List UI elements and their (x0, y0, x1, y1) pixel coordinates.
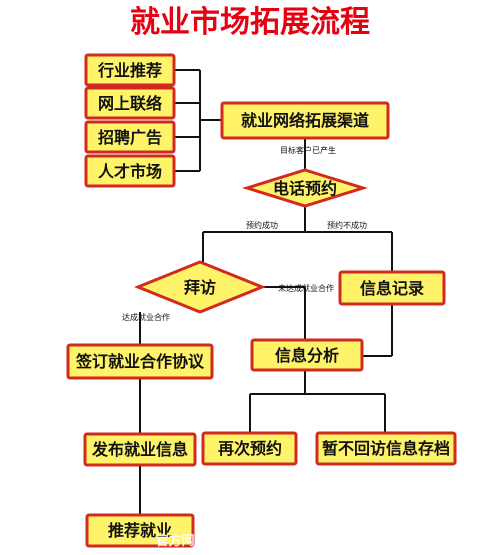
source-box-recruit: 招聘广告 (84, 120, 176, 154)
sign-box: 签订就业合作协议 (66, 343, 214, 380)
visit-decision: 拜访 (133, 260, 267, 314)
edge-label-success: 预约成功 (246, 220, 278, 230)
recommend-label: 推荐就业 (108, 521, 172, 540)
source-box-talent: 人才市场 (84, 154, 176, 188)
connectors (139, 69, 393, 515)
publish-box: 发布就业信息 (83, 432, 197, 467)
archive-box: 暂不回访信息存档 (315, 431, 457, 466)
phone-label: 电话预约 (273, 179, 337, 198)
publish-label: 发布就业信息 (91, 440, 188, 459)
edge-label-not-reached: 未达成就业合作 (278, 283, 334, 293)
rebook-label: 再次预约 (218, 439, 282, 458)
source-label-online: 网上联络 (98, 94, 162, 113)
watermark-line-1: 长沙新东方烹饪学院 咨询电话0731-88220088 (203, 515, 490, 531)
record-label: 信息记录 (360, 279, 424, 298)
edge-label-failed: 预约不成功 (327, 220, 367, 230)
record-box: 信息记录 (338, 270, 446, 306)
sign-label: 签订就业合作协议 (75, 352, 205, 371)
analysis-label: 信息分析 (275, 346, 339, 365)
phone-decision: 电话预约 (241, 168, 369, 208)
watermark-line-2: 官方网址：www.csxdf.com 咨询QQ：8008008016 (156, 533, 490, 549)
archive-label: 暂不回访信息存档 (322, 439, 450, 458)
source-label-recruit: 招聘广告 (98, 128, 162, 147)
visit-label: 拜访 (184, 278, 216, 297)
recommend-box: 推荐就业 (85, 513, 195, 548)
page-title: 就业市场拓展流程 (130, 5, 370, 40)
source-box-online: 网上联络 (84, 86, 176, 120)
source-label-industry: 行业推荐 (97, 61, 162, 80)
source-label-talent: 人才市场 (98, 162, 162, 181)
rebook-box: 再次预约 (201, 431, 298, 466)
source-box-industry: 行业推荐 (84, 53, 176, 87)
edge-label-target: 目标客户已产生 (280, 145, 336, 155)
edge-label-reached: 达成就业合作 (122, 312, 170, 322)
analysis-box: 信息分析 (250, 338, 364, 372)
channel-label: 就业网络拓展渠道 (241, 111, 369, 130)
channel-box: 就业网络拓展渠道 (220, 101, 390, 140)
